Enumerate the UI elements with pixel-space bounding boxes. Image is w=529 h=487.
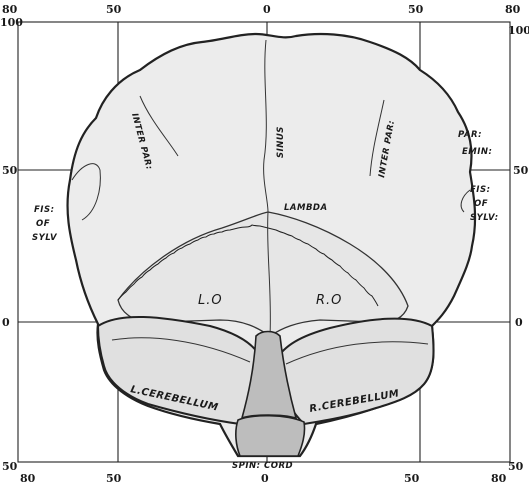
label-fis-left-2: OF xyxy=(36,219,50,229)
label-lambda: LAMBDA xyxy=(284,203,328,213)
label-fis-right-3: SYLV: xyxy=(470,213,499,223)
scale-right: 100 50 0 50 xyxy=(508,24,529,473)
scale-top: 80 50 0 50 80 xyxy=(2,3,521,16)
scale-left: 100 50 0 50 xyxy=(0,16,23,473)
tick-top-50-right: 50 xyxy=(408,3,424,16)
label-fis-left-1: FIS: xyxy=(34,205,55,215)
label-spinal-cord: SPIN: CORD xyxy=(232,461,293,471)
tick-bottom-50-left: 50 xyxy=(106,472,122,485)
tick-top-80-left: 80 xyxy=(2,3,18,16)
scale-bottom: 80 50 0 50 80 xyxy=(20,472,507,485)
label-fis-left-3: SYLV xyxy=(32,233,58,243)
tick-top-80-right: 80 xyxy=(505,3,521,16)
label-fis-right-1: FIS: xyxy=(470,185,491,195)
label-right-occipital: R.O xyxy=(316,293,342,308)
tick-right-50-upper: 50 xyxy=(513,164,529,177)
label-fis-right-2: OF xyxy=(474,199,488,209)
tick-bottom-80-left: 80 xyxy=(20,472,36,485)
tick-right-0: 0 xyxy=(515,316,523,329)
spinal-cord xyxy=(236,416,305,456)
tick-left-50-lower: 50 xyxy=(2,460,18,473)
label-sinus: SINUS xyxy=(276,126,286,158)
tick-right-100: 100 xyxy=(508,24,529,37)
brain xyxy=(68,34,476,456)
tick-bottom-50-right: 50 xyxy=(404,472,420,485)
tick-left-50-upper: 50 xyxy=(2,164,18,177)
tick-left-100: 100 xyxy=(0,16,23,29)
tick-right-50-lower: 50 xyxy=(508,460,524,473)
tick-bottom-0: 0 xyxy=(261,472,269,485)
tick-left-0: 0 xyxy=(2,316,10,329)
label-par-emin-2: EMIN: xyxy=(462,147,492,157)
label-left-occipital: L.O xyxy=(198,293,223,308)
tick-bottom-80-right: 80 xyxy=(491,472,507,485)
label-par-emin-1: PAR: xyxy=(458,130,482,140)
tick-top-50-left: 50 xyxy=(106,3,122,16)
tick-top-0: 0 xyxy=(263,3,271,16)
